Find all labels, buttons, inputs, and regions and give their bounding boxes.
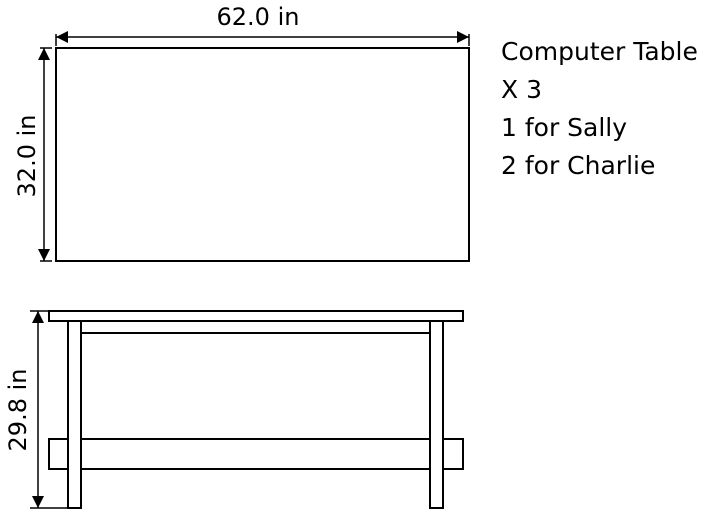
tabletop-front-view — [48, 310, 464, 322]
note-sally: 1 for Sally — [501, 113, 627, 142]
note-quantity: X 3 — [501, 75, 542, 104]
top-view: 62.0 in 32.0 in — [13, 3, 470, 262]
depth-label: 32.0 in — [13, 115, 41, 198]
height-label: 29.8 in — [4, 369, 32, 452]
right-leg — [429, 320, 444, 509]
front-view: 29.8 in — [4, 310, 464, 509]
tabletop-top-view — [55, 47, 470, 262]
notes: Computer Table X 3 1 for Sally 2 for Cha… — [501, 37, 698, 180]
note-charlie: 2 for Charlie — [501, 151, 655, 180]
width-label: 62.0 in — [217, 3, 300, 31]
lower-stretcher — [48, 438, 464, 470]
note-title: Computer Table — [501, 37, 698, 66]
left-leg — [67, 320, 82, 509]
